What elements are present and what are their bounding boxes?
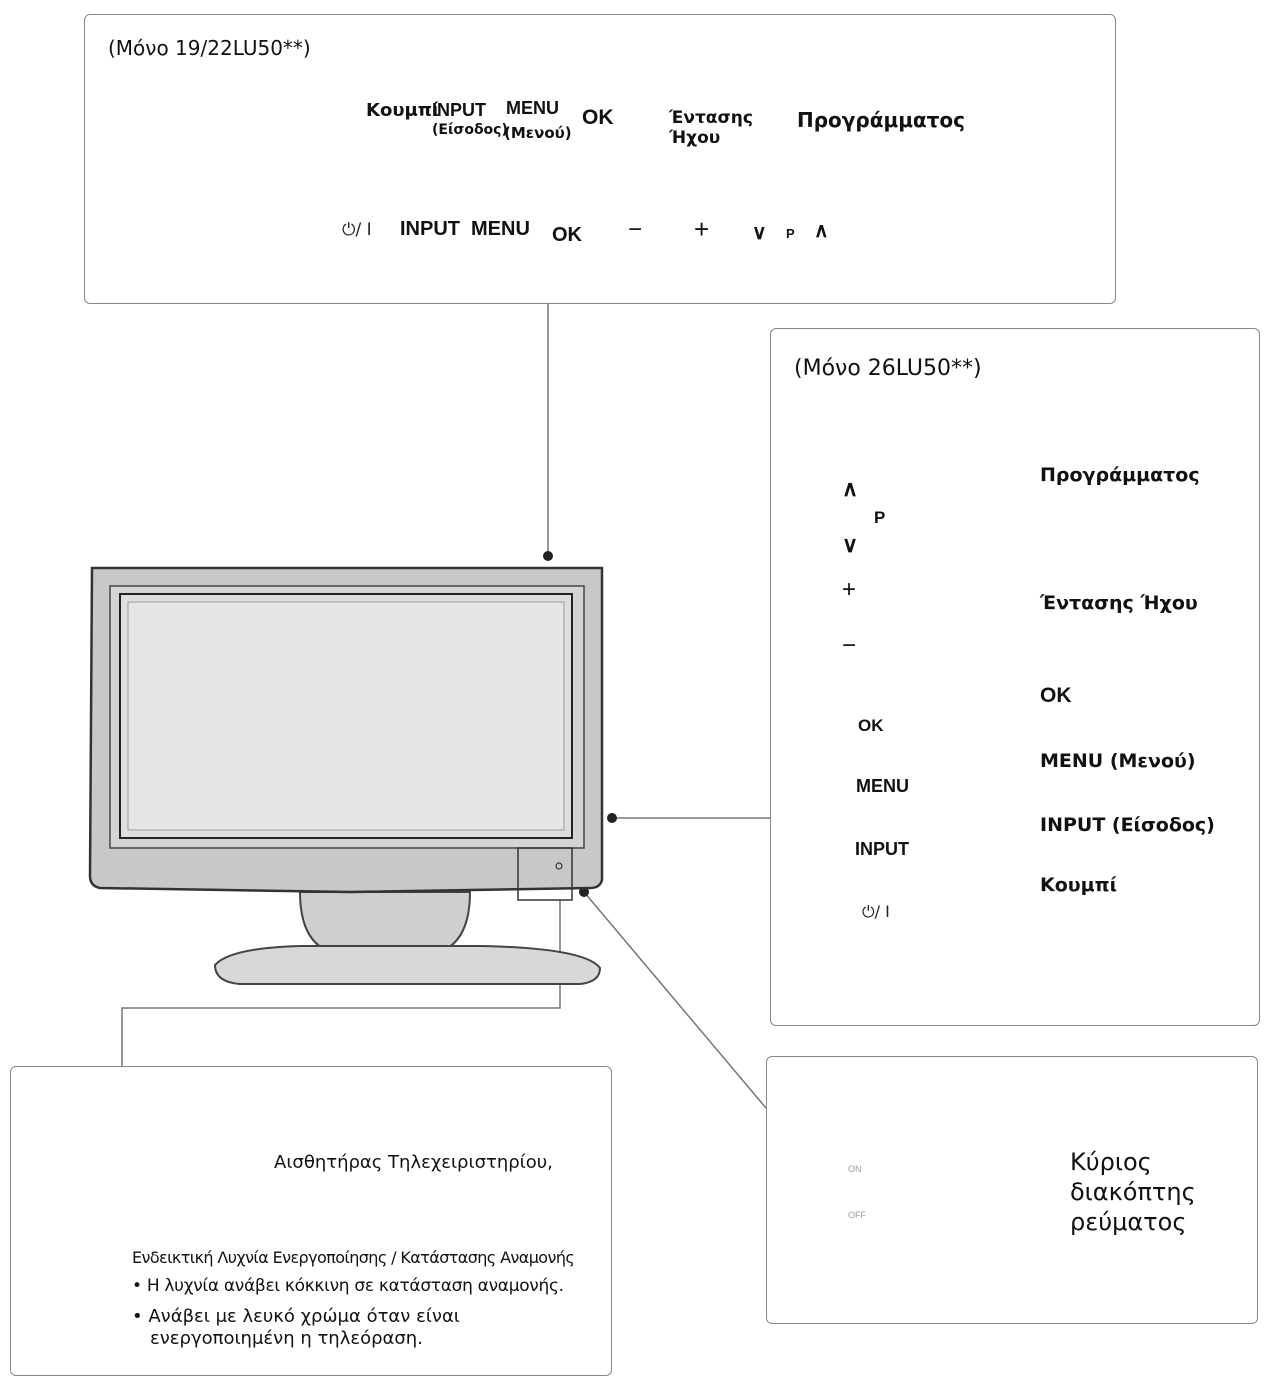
sensor-label: Αισθητήρας Τηλεχειριστηρίου, [274,1152,553,1173]
side-label-power: Κουμπί [1040,874,1118,896]
top-btn-prog-p: P [786,226,795,241]
top-label-program: Προγράμματος [797,108,966,132]
side-label-input: INPUT (Είσοδος) [1040,814,1215,836]
top-btn-prog-up: ∧ [814,220,829,242]
indicator-bullet-on: • Ανάβει με λευκό χρώμα όταν είναι [132,1306,460,1327]
top-btn-ok-text: OK [552,224,582,246]
side-btn-vol-minus: − [842,632,857,659]
top-btn-power-text: ⏻/ I [342,220,372,240]
side-btn-vol-plus: + [842,576,857,603]
switch-label-2: διακόπτης [1070,1178,1196,1206]
indicator-bullet-standby: • Η λυχνία ανάβει κόκκινη σε κατάσταση α… [132,1276,564,1296]
top-label-volume-sub: Ήχου [669,128,721,148]
side-label-menu: MENU (Μενού) [1040,750,1196,772]
switch-on-mark: ON [848,1164,862,1174]
top-label-menu-sub: (Μενού) [504,124,572,142]
top-label-menu: MENU [506,98,559,118]
side-btn-menu-text: MENU [856,776,909,796]
top-label-volume: Έντασης [669,108,753,128]
side-btn-prog-up: ∧ [842,476,859,501]
top-label-input: INPUT [432,100,486,120]
side-btn-ok-text: OK [858,716,884,735]
side-btn-power-text: ⏻/ I [862,902,890,921]
top-btn-prog-down: ∨ [752,222,767,244]
top-btn-menu-text: MENU [471,218,530,240]
sensor-panel-box [10,1066,612,1376]
side-label-volume: Έντασης Ήχου [1040,592,1198,614]
indicator-bullet-on-cont: ενεργοποιημένη η τηλεόραση. [150,1328,423,1349]
switch-label-3: ρεύματος [1070,1208,1187,1236]
top-btn-input-text: INPUT [400,218,460,240]
side-btn-prog-down: ∨ [842,532,859,557]
top-btn-vol-minus: − [628,216,643,243]
side-btn-input-text: INPUT [855,839,909,859]
side-label-ok: OK [1040,684,1072,707]
switch-off-mark: OFF [848,1210,866,1220]
top-label-input-sub: (Είσοδος) [432,122,508,138]
side-label-program: Προγράμματος [1040,464,1200,486]
top-btn-vol-plus: + [694,214,710,244]
top-label-ok: OK [582,106,614,129]
top-model-note: (Μόνο 19/22LU50**) [108,36,311,60]
top-panel-box [84,14,1116,304]
switch-panel-box [766,1056,1258,1324]
side-panel-box [770,328,1260,1026]
indicator-title: Ενδεικτική Λυχνία Ενεργοποίησης / Κατάστ… [132,1248,575,1267]
side-model-note: (Μόνο 26LU50**) [794,356,982,381]
top-label-power: Κουμπί [366,100,439,121]
switch-label-1: Κύριος [1070,1148,1152,1176]
side-btn-prog-p: P [874,508,886,527]
